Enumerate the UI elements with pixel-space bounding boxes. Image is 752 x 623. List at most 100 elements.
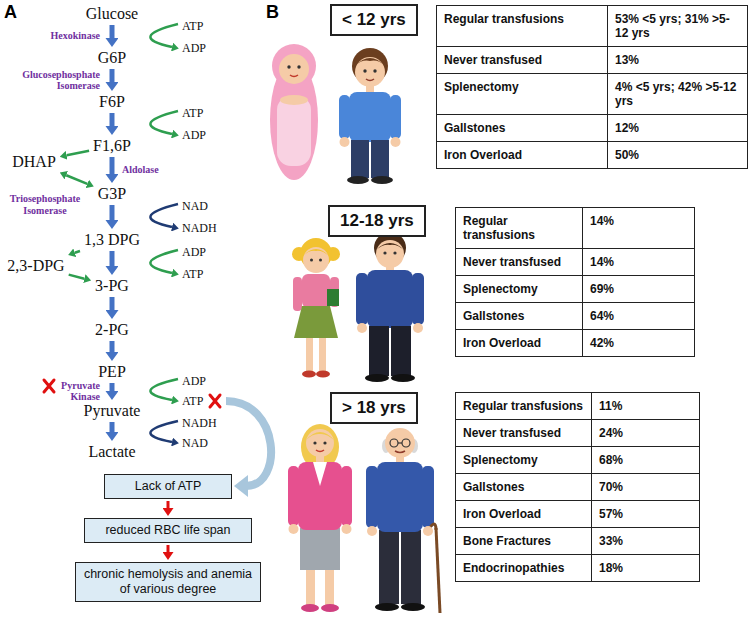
- metabolite-node: Lactate: [86, 443, 137, 461]
- girl-figure: [319, 259, 322, 262]
- enzyme-name: Triosephosphate Isomerase: [2, 193, 88, 216]
- data-table: Regular transfusions11%Never transfused2…: [455, 392, 700, 582]
- table-cell: 69%: [583, 276, 694, 302]
- cofactor-label: ADP: [182, 41, 206, 56]
- woman-figure: [323, 441, 326, 444]
- man-figure: [356, 273, 368, 325]
- girl-figure: [303, 247, 329, 273]
- old-man-figure: [366, 428, 440, 613]
- woman-figure: [313, 462, 327, 486]
- metabolite-node: 1,3 DPG: [82, 231, 142, 249]
- metabolite-name: 3-PG: [95, 277, 129, 295]
- cofactor-label: ATP: [182, 19, 203, 34]
- outcome-box: chronic hemolysis and anemia of various …: [75, 562, 261, 602]
- table-cell: 42%: [583, 330, 694, 356]
- woman-figure: [289, 524, 299, 534]
- cofactor-label: NADH: [182, 416, 217, 431]
- man-figure: [376, 243, 404, 250]
- cofactor-label: ATP: [182, 267, 203, 282]
- table-cell: 68%: [592, 447, 699, 473]
- metabolite-name: G3P: [98, 185, 126, 203]
- table-cell: Regular transfusions: [437, 6, 607, 46]
- block-cross: [44, 380, 54, 392]
- metabolite-name: PEP: [98, 363, 126, 381]
- boy-figure: [390, 95, 401, 139]
- pathway-arrow: [109, 383, 114, 391]
- woman-figure: [288, 466, 299, 526]
- metabolite-name: Pyruvate: [84, 402, 141, 420]
- cofactor-label: NADH: [182, 221, 217, 236]
- man-figure: [357, 323, 367, 333]
- metabolite-node: 3-PG: [93, 277, 131, 295]
- table-cell: 64%: [583, 303, 694, 329]
- baby-figure: [270, 44, 318, 180]
- atp-deficit-arrow: [234, 475, 248, 497]
- metabolite-name: F6P: [99, 93, 125, 111]
- metabolite-name: Glucose: [86, 5, 138, 23]
- branch-arrow: [67, 151, 89, 156]
- table-cell: Regular transfusions: [456, 393, 591, 419]
- old-man-figure: [401, 530, 421, 604]
- baby-figure: [287, 65, 290, 68]
- metabolite-node: 2-PG: [93, 321, 131, 339]
- block-cross: [44, 380, 54, 392]
- woman-figure: [300, 528, 340, 570]
- panel-letter: B: [266, 2, 279, 23]
- metabolite-node: PEP: [96, 363, 128, 381]
- table-cell: Bone Fractures: [456, 528, 591, 554]
- girl-figure: [319, 338, 326, 372]
- metabolite-node: Glucose: [84, 5, 140, 23]
- boy-figure: [355, 58, 385, 66]
- woman-figure: [316, 450, 324, 452]
- outcome-box: reduced RBC life span: [84, 518, 252, 543]
- man-figure: [367, 270, 413, 328]
- branch-arrow: [69, 275, 85, 279]
- baby-figure: [297, 65, 300, 68]
- woman-figure: [342, 524, 352, 534]
- man-figure: [376, 240, 404, 268]
- block-cross: [210, 395, 220, 407]
- man-figure: [365, 374, 389, 382]
- table-cell: 24%: [592, 420, 699, 446]
- girl-figure: [316, 371, 330, 378]
- old-man-figure: [402, 439, 410, 447]
- table-cell: 57%: [592, 501, 699, 527]
- woman-figure: [325, 570, 334, 606]
- table-cell: 4% <5 yrs; 42% >5-12 yrs: [608, 74, 747, 114]
- age-group-box: 12-18 yrs: [328, 205, 426, 237]
- pathway-arrow: [110, 297, 115, 310]
- cofactor-arc: [150, 111, 178, 134]
- age-group-text: > 18 yrs: [342, 398, 406, 418]
- atp-deficit-arrow: [226, 401, 271, 486]
- cofactor-arc: [150, 24, 178, 442]
- girl-figure: [306, 338, 313, 372]
- boy-figure: [351, 140, 369, 178]
- girl-figure: [302, 371, 316, 378]
- metabolite-name: Lactate: [88, 443, 135, 461]
- consequence-arrow: [167, 545, 170, 552]
- boy-figure: [373, 69, 376, 72]
- woman-figure: [298, 462, 342, 530]
- woman-figure: [301, 604, 319, 612]
- man-figure: [412, 273, 424, 325]
- boy-figure: [349, 92, 391, 142]
- baby-figure: [279, 54, 309, 84]
- enzyme-name: Pyruvate Kinase: [36, 380, 100, 403]
- table-cell: Iron Overload: [456, 501, 591, 527]
- table-cell: Never transfused: [456, 249, 582, 275]
- man-figure: [393, 251, 396, 254]
- age-group-box: > 18 yrs: [330, 392, 418, 424]
- metabolite-node: Pyruvate: [82, 402, 143, 420]
- pathway-arrow: [109, 69, 114, 82]
- girl-figure: [303, 249, 329, 256]
- age-group-text: < 12 yrs: [342, 10, 406, 30]
- branch-arrow: [66, 175, 87, 184]
- panel-letter: A: [4, 2, 17, 23]
- baby-figure: [272, 44, 316, 88]
- pathway-arrow: [109, 341, 114, 352]
- table-cell: Never transfused: [456, 420, 591, 446]
- woman-figure: [306, 432, 334, 440]
- old-man-figure: [436, 528, 440, 613]
- old-man-figure: [395, 451, 405, 453]
- cofactor-label: NAD: [182, 199, 208, 214]
